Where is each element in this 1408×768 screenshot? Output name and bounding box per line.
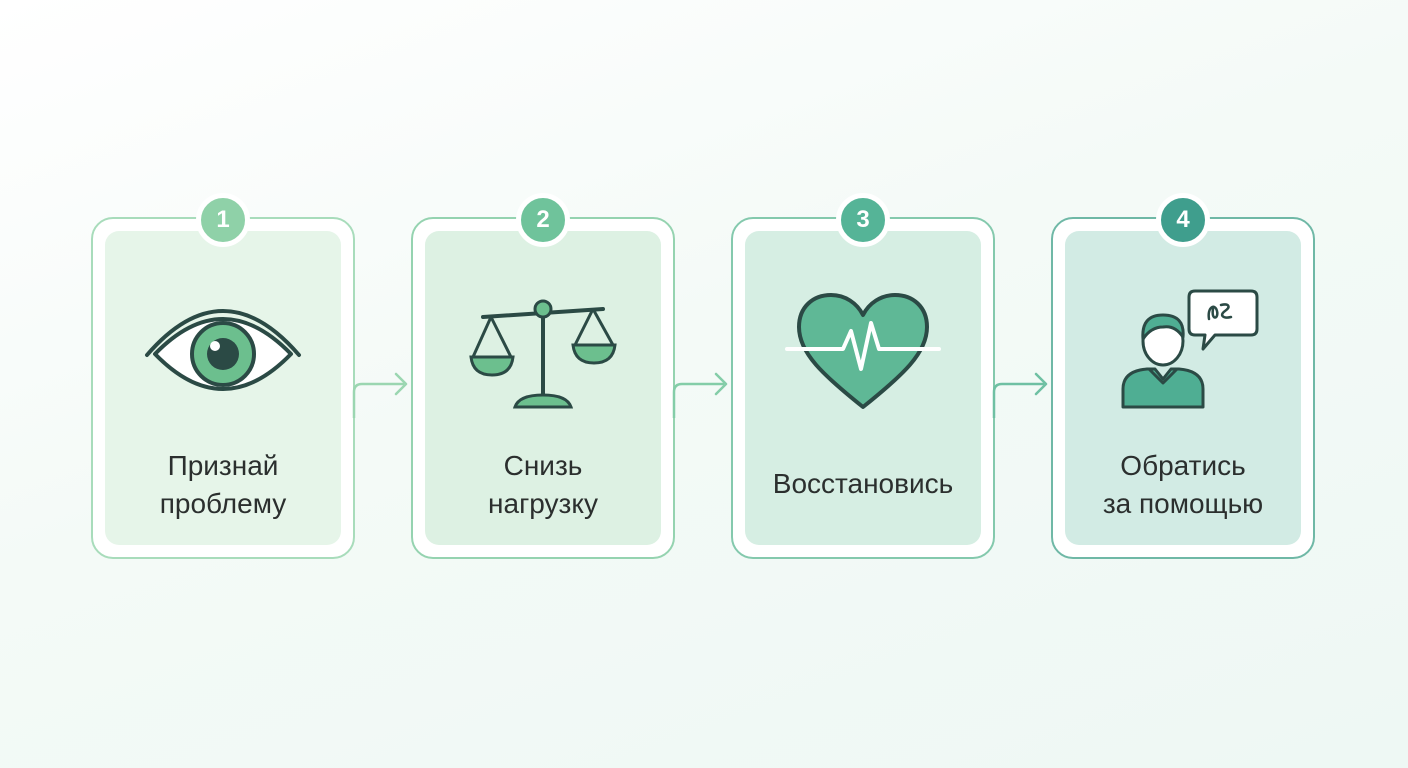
arrow-connector-2 (672, 372, 728, 418)
step-card-2: 2 Снизь нагрузку (411, 193, 675, 559)
scales-icon (463, 289, 623, 419)
arrow-connector-1 (352, 372, 408, 418)
person-speech-icon (1103, 289, 1263, 419)
step-label: Снизь нагрузку (488, 450, 598, 519)
step-card-1: 1 Признай проблему (91, 193, 355, 559)
step-card-3: 3 Восстановись (731, 193, 995, 559)
step-number-badge: 4 (1156, 193, 1210, 247)
step-number-badge: 3 (836, 193, 890, 247)
eye-icon (143, 289, 303, 419)
step-number-badge: 1 (196, 193, 250, 247)
heart-pulse-icon (783, 289, 943, 419)
step-number-badge: 2 (516, 193, 570, 247)
step-label: Обратись за помощью (1102, 450, 1264, 519)
step-card-4: 4 Обратись за помощью (1051, 193, 1315, 559)
step-label: Признай проблему (159, 450, 287, 519)
step-label: Восстановись (772, 468, 954, 499)
arrow-connector-3 (992, 372, 1048, 418)
